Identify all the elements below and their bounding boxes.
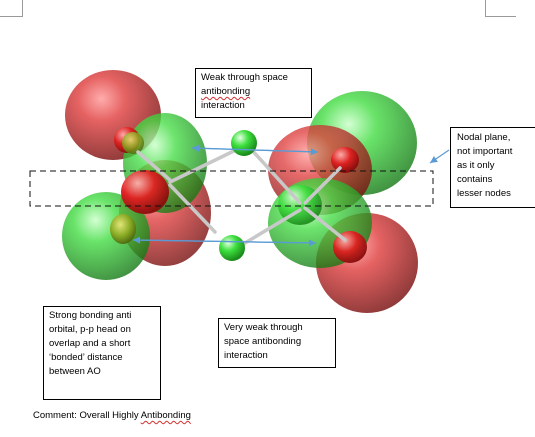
comment-word: Antibonding [140, 410, 191, 421]
bond-left-upper-h [168, 146, 242, 184]
bond-left-top [136, 150, 172, 182]
arrow-bottom-interaction-back [132, 236, 317, 244]
callout-left-line-2: orbital, p-p head on [49, 324, 131, 335]
lobe-green-left-inner [122, 132, 144, 154]
callout-left-line-1: Strong bonding anti [49, 310, 132, 321]
callout-bottom-line-3: interaction [224, 350, 268, 361]
crop-mark-top-right [485, 0, 516, 17]
callout-very-weak-through-space: Very weak through space antibonding intera… [218, 318, 336, 368]
bond-right-bottom [303, 206, 347, 242]
left-orbital-lobes [62, 70, 211, 280]
crop-mark-top-left [0, 0, 23, 17]
callout-right-line-2: not important [457, 146, 513, 157]
lobe-red-right-inner-top [331, 147, 359, 173]
callout-top-line-3: interaction [201, 100, 245, 111]
callout-right-line-4: contains [457, 174, 493, 185]
callout-right-line-5: lesser nodes [457, 188, 511, 199]
callout-left-line-5: between AO [49, 366, 101, 377]
callout-top-line-2: antibonding [201, 86, 251, 97]
callout-top-line-1: Weak through space [201, 72, 288, 83]
lobe-yellow-left-inner [110, 214, 136, 244]
lobe-red-left-center [121, 170, 169, 214]
callout-bottom-line-1: Very weak through [224, 322, 303, 333]
callout-left-line-4: ‘bonded’ distance [49, 352, 123, 363]
bond-left-mid [168, 183, 217, 234]
atom-bottom-center [219, 235, 245, 261]
callout-right-line-1: Nodal plane, [457, 132, 511, 143]
bond-right-lower-h [238, 208, 302, 248]
callout-right-line-3: as it only [457, 160, 495, 171]
arrow-top-interaction-back [191, 144, 319, 153]
callout-strong-bonding: Strong bonding anti orbital, p-p head on o… [43, 306, 161, 400]
arrow-nodal-plane [429, 149, 450, 164]
bond-right-upper-h [248, 146, 302, 205]
callout-nodal-plane: Nodal plane, not important as it only conta… [450, 127, 535, 208]
overall-comment: Comment: Overall Highly Antibonding [33, 410, 191, 421]
atom-top-center [231, 130, 257, 156]
comment-prefix: Comment: Overall Highly [33, 410, 141, 421]
right-orbital-lobes [268, 91, 418, 313]
callout-bottom-line-2: space antibonding [224, 336, 302, 347]
molecular-bonds [136, 146, 347, 248]
callout-weak-through-space: Weak through space antibonding interaction [195, 68, 312, 118]
lobe-green-left-bottom [62, 192, 150, 280]
interaction-arrows [132, 144, 450, 247]
nodal-plane-rectangle [29, 170, 434, 207]
callout-left-line-3: overlap and a short [49, 338, 131, 349]
bond-right-top [303, 166, 342, 205]
